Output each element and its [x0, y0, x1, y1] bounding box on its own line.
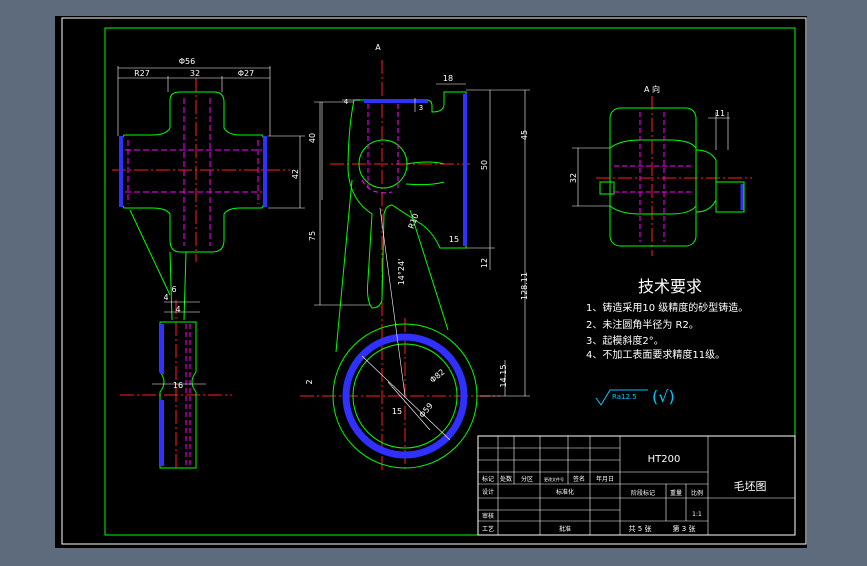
tb-weight: 重量: [670, 489, 682, 497]
phi59-leader: [387, 381, 431, 431]
dim-4b: 4: [163, 293, 168, 302]
left-view-dimension-lines: [117, 66, 305, 385]
dim-11: 11: [715, 109, 725, 118]
aux-right-lug: [715, 181, 745, 213]
stem-section-outline: [159, 321, 197, 469]
dim-r27: R27: [134, 69, 150, 78]
main-view-dimension-lines: [314, 83, 530, 397]
dim-3: 3: [419, 104, 423, 112]
tb-mark: 标记: [482, 475, 494, 483]
tb-zone: 分区: [521, 475, 533, 483]
tb-scale-value: 1:1: [692, 511, 702, 518]
big-end-bore: [352, 343, 458, 449]
aux-right-boss: [695, 149, 717, 213]
outer-frame: [61, 17, 807, 545]
tb-design: 设计: [482, 488, 494, 496]
tb-docno: 更改文件号: [544, 476, 564, 482]
upper-boss-hidden-lines: [361, 104, 399, 194]
tb-sheets-total: 共 5 张: [629, 524, 652, 533]
drawing-sheet: [55, 16, 807, 548]
tb-review: 审核: [482, 512, 494, 520]
tech-item-3: 3、起模斜度2°。: [586, 334, 664, 347]
tb-sheet-no: 第 3 张: [673, 524, 696, 533]
dim-75: 75: [308, 231, 317, 241]
dim-12: 12: [480, 258, 489, 268]
tb-approve: 批准: [559, 525, 571, 533]
tb-stage: 阶段标记: [631, 489, 655, 497]
dim-phi27: Φ27: [238, 69, 254, 78]
tb-count: 处数: [500, 475, 512, 483]
dim-50: 50: [480, 160, 489, 170]
dim-45: 45: [520, 130, 529, 140]
tb-process: 工艺: [482, 525, 494, 533]
dim-128: 128.11: [520, 272, 529, 300]
aux-view-title: A 向: [644, 84, 660, 94]
dim-16: 16: [173, 381, 183, 390]
dim-32-aux: 32: [569, 173, 578, 183]
rod-left-edge: [335, 179, 353, 353]
side-arm-bottom: [405, 181, 445, 186]
title-block-frame: [477, 435, 796, 536]
side-arm-top: [405, 161, 445, 165]
title-block-grid: [478, 436, 795, 535]
upper-boss-outline: [347, 91, 467, 309]
dim-angle: 14°24': [397, 259, 406, 286]
roughness-bracket: (√): [652, 387, 675, 406]
dim-32: 32: [190, 69, 200, 78]
tech-item-2: 2、未注圆角半径为 R2。: [586, 318, 699, 331]
drawing-name: 毛坯图: [734, 480, 767, 493]
dim-14-15: 14.15: [499, 365, 508, 388]
dim-42: 42: [291, 169, 300, 179]
left-view-hidden-lines: [125, 98, 262, 246]
aux-body-outline: [609, 107, 697, 247]
main-view: A: [300, 43, 530, 470]
rod-right-edge: [409, 209, 449, 331]
stem-right-edge: [183, 251, 187, 321]
phi82-leader: [361, 355, 451, 441]
section-mark-a: A: [375, 43, 381, 52]
technical-requirements: 技术要求 1、铸造采用10 级精度的砂型铸造。 2、未注圆角半径为 R2。 3、…: [586, 277, 748, 361]
roughness-check-icon: [595, 389, 648, 406]
tech-title: 技术要求: [638, 277, 702, 296]
big-end-machined-bore: [342, 333, 468, 459]
dim-4: 4: [175, 305, 180, 314]
dim-6: 6: [171, 285, 176, 294]
left-view-boss-outline: [119, 91, 267, 253]
dim-15: 15: [449, 235, 459, 244]
stem-left-edge: [169, 251, 173, 321]
dim-4-top: 4: [344, 98, 349, 106]
title-block: HT200 毛坯图 标记 处数 分区 更改文件号 签名 年月日 设计 标准化 阶…: [477, 435, 796, 536]
roughness-symbol: Ra12.5 (√): [595, 387, 675, 406]
rod-angle-line: [379, 207, 406, 397]
aux-dimension-lines: [572, 112, 730, 207]
web-taper-line: [129, 209, 171, 296]
dim-15b: 15: [392, 407, 402, 416]
tb-date: 年月日: [596, 475, 614, 483]
dim-2: 2: [305, 379, 314, 384]
tech-item-4: 4、不加工表面要求精度11级。: [586, 348, 725, 361]
left-view: Φ56 R27 32 Φ27 42 6 4 16 4: [112, 57, 305, 470]
aux-lower-fillet: [609, 205, 697, 215]
aux-left-lug: [599, 181, 615, 195]
aux-view: A 向 11 32: [569, 84, 752, 256]
dim-40: 40: [308, 133, 317, 143]
inner-frame: [104, 27, 796, 536]
tb-scale: 比例: [691, 489, 703, 497]
tb-sign: 签名: [573, 475, 585, 483]
roughness-value: Ra12.5: [612, 393, 637, 401]
aux-upper-fillet: [609, 139, 697, 149]
tech-item-1: 1、铸造采用10 级精度的砂型铸造。: [586, 301, 748, 314]
dim-phi56: Φ56: [179, 57, 195, 66]
big-end-outer-circle: [332, 323, 478, 469]
dim-18: 18: [443, 74, 453, 83]
aux-hidden-lines: [614, 112, 692, 242]
tb-standardization: 标准化: [556, 488, 574, 496]
material-label: HT200: [648, 454, 681, 465]
